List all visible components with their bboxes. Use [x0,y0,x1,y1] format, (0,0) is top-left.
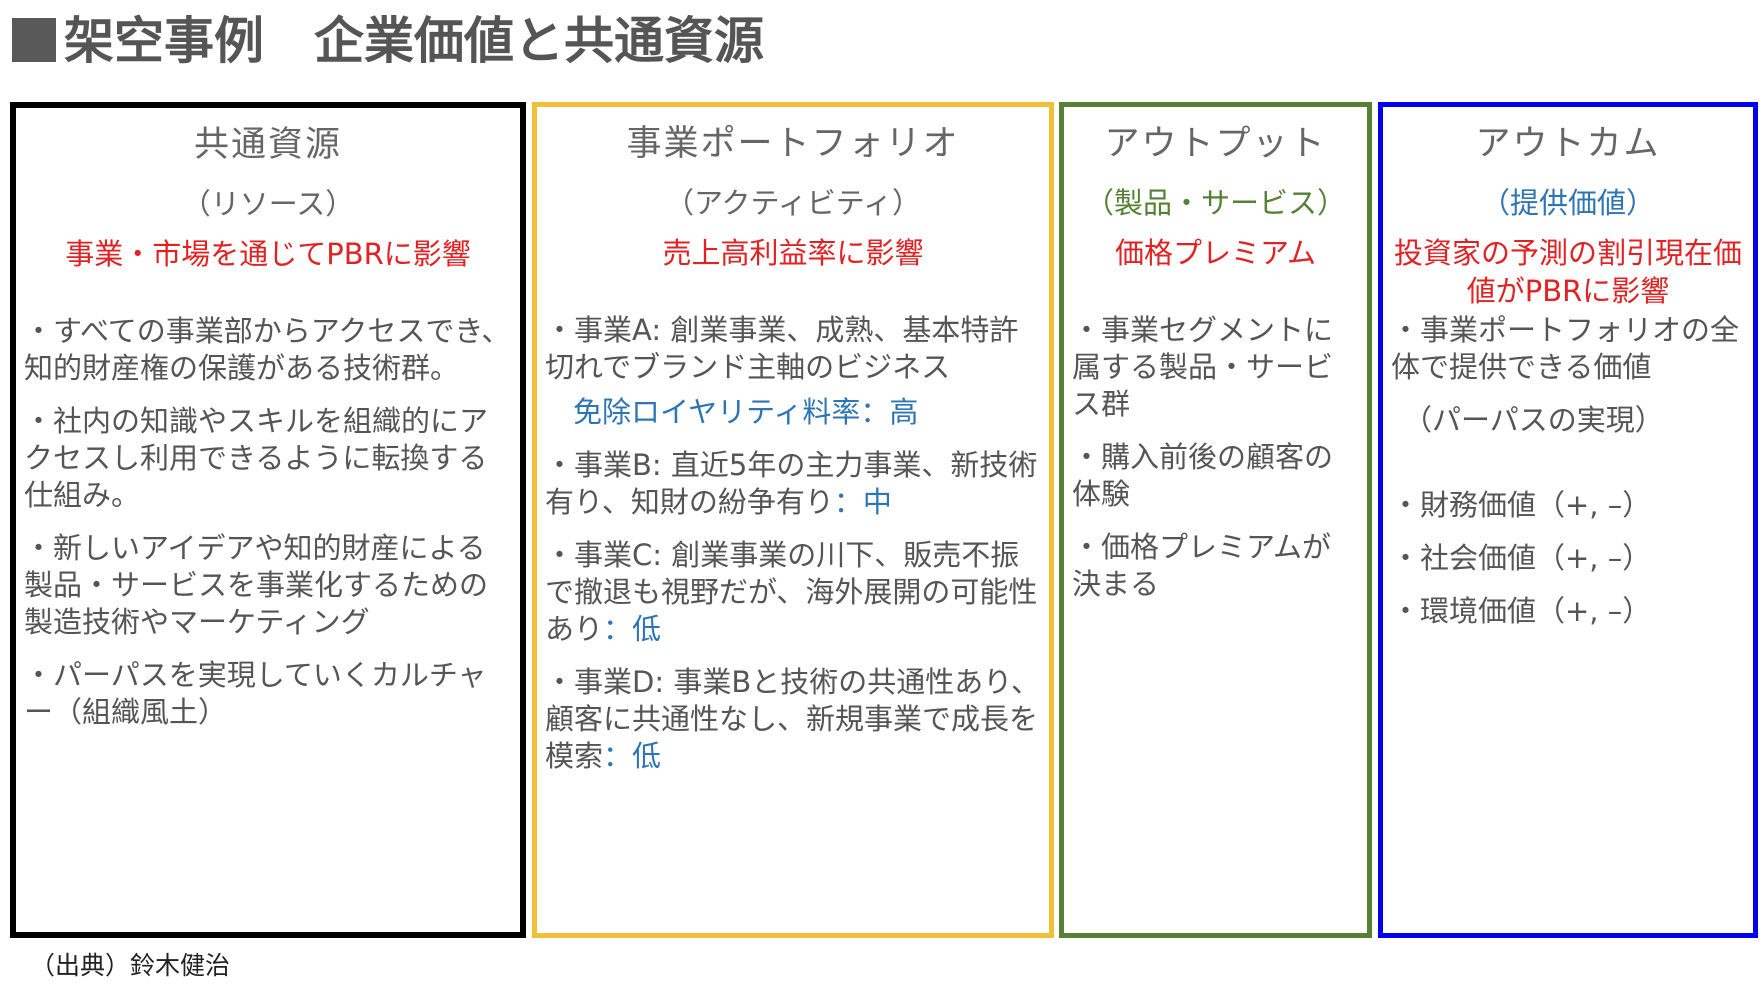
resources-list: ・すべての事業部からアクセスでき、知的財産権の保護がある技術群。 ・社内の知識や… [24,313,512,747]
list-item-text: ・事業D: 事業Bと技術の共通性あり、顧客に共通性なし、新規事業で成長を模索 [545,665,1041,773]
list-item: ・すべての事業部からアクセスでき、知的財産権の保護がある技術群。 [24,314,511,385]
outcome-column: アウトカム （提供価値） 投資家の予測の割引現在価値がPBRに影響 ・事業ポート… [1378,102,1758,938]
portfolio-list: ・事業A: 創業事業、成熟、基本特許切れでブランド主軸のビジネス 免除ロイヤリテ… [545,312,1041,791]
purpose-note: （パーパスの実現） [1403,403,1664,437]
column-heading: アウトカム [1475,124,1661,164]
column-effect: 売上高利益率に影響 [662,236,924,270]
list-item: ・事業B: 直近5年の主力事業、新技術有り、知財の紛争有り：中 [545,447,1041,521]
column-subheading: （リソース） [181,187,355,221]
outcome-list: ・事業ポートフォリオの全体で提供できる価値 （パーパスの実現） ・財務価値（+,… [1391,312,1745,646]
column-heading: 事業ポートフォリオ [626,124,960,164]
list-item: ・事業セグメントに属する製品・サービス群 [1072,313,1334,421]
list-item: ・社内の知識やスキルを組織的にアクセスし利用できるように転換する仕組み。 [24,404,489,512]
list-item-text: ・事業C: 創業事業の川下、販売不振で撤退も視野だが、海外展開の可能性あり [545,538,1038,646]
output-list: ・事業セグメントに属する製品・サービス群 ・購入前後の顧客の体験 ・価格プレミア… [1072,312,1359,619]
royalty-note: 免除ロイヤリティ料率：高 [545,394,1041,431]
royalty-rate: 免除ロイヤリティ料率：高 [573,395,919,429]
column-effect: 投資家の予測の割引現在価値がPBRに影響 [1393,236,1742,308]
list-item: ・購入前後の顧客の体験 [1072,440,1334,511]
column-subheading: （アクティビティ） [664,186,922,220]
list-item: ・事業C: 創業事業の川下、販売不振で撤退も視野だが、海外展開の可能性あり：低 [545,537,1041,648]
royalty-rate: ：低 [603,739,662,773]
column-heading: 共通資源 [193,125,342,165]
royalty-rate: ：低 [603,612,662,646]
list-item: ・事業ポートフォリオの全体で提供できる価値 [1391,313,1740,384]
resources-column: 共通資源 （リソース） 事業・市場を通じてPBRに影響 ・すべての事業部からアク… [10,102,526,938]
column-subheading: （提供価値） [1480,186,1655,220]
column-heading: アウトプット [1104,124,1327,164]
square-bullet-icon [12,18,56,62]
value-item: ・社会価値（+, –） [1391,541,1652,575]
page-title-text: 架空事例 企業価値と共通資源 [64,12,764,70]
royalty-rate: ：中 [833,485,892,519]
list-item: ・価格プレミアムが決まる [1072,530,1331,601]
output-column: アウトプット （製品・サービス） 価格プレミアム ・事業セグメントに属する製品・… [1059,102,1372,938]
portfolio-column: 事業ポートフォリオ （アクティビティ） 売上高利益率に影響 ・事業A: 創業事業… [532,102,1054,938]
page-title: 架空事例 企業価値と共通資源 [12,8,764,74]
column-effect: 価格プレミアム [1115,236,1316,270]
list-item: ・新しいアイデアや知的財産による製品・サービスを事業化するための製造技術やマーケ… [24,531,489,639]
list-item: ・パーパスを実現していくカルチャー（組織風土） [24,658,487,729]
value-item: ・財務価値（+, –） [1391,488,1652,522]
column-subheading: （製品・サービス） [1084,186,1346,220]
column-effect: 事業・市場を通じてPBRに影響 [65,237,471,271]
list-item-text: ・事業B: 直近5年の主力事業、新技術有り、知財の紛争有り [545,448,1038,519]
list-item: ・事業A: 創業事業、成熟、基本特許切れでブランド主軸のビジネス [545,313,1019,384]
source-citation: （出典）鈴木健治 [30,951,231,980]
value-item: ・環境価値（+, –） [1391,594,1652,628]
list-item: ・事業D: 事業Bと技術の共通性あり、顧客に共通性なし、新規事業で成長を模索：低 [545,664,1041,775]
